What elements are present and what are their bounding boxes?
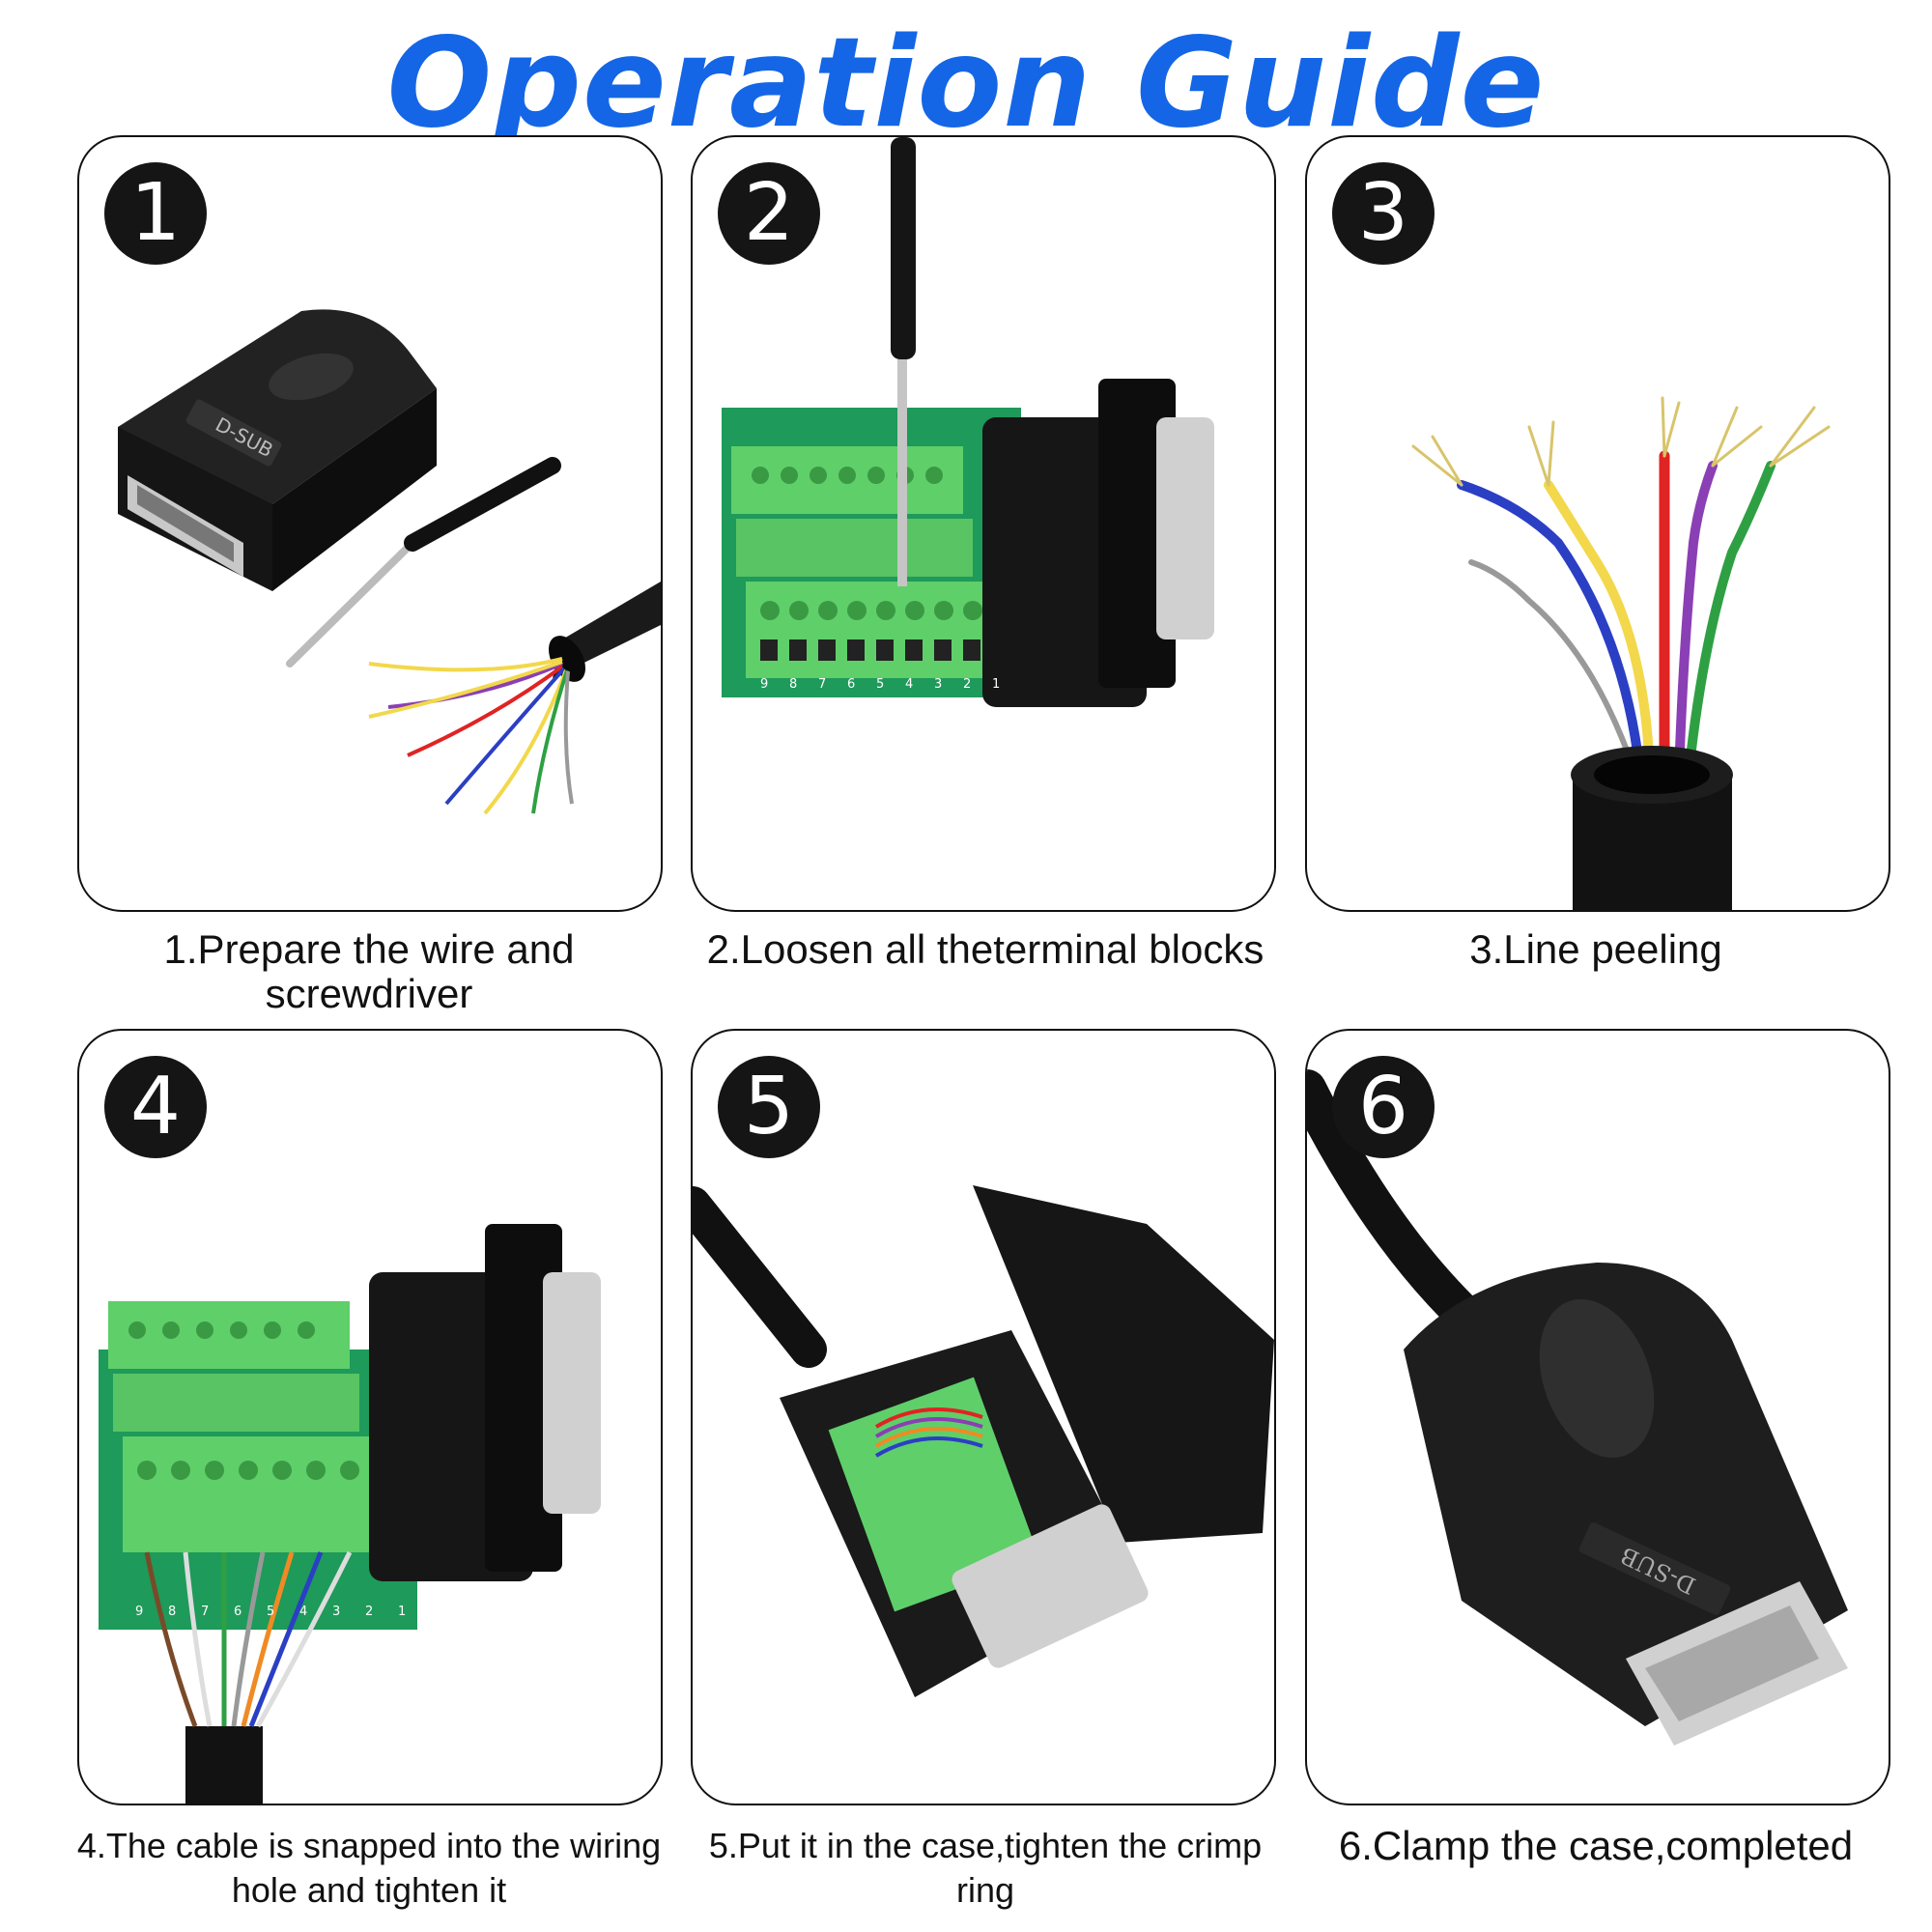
pin-number-label: 9 [135, 1605, 143, 1619]
step-caption-4: 4.The cable is snapped into the wiring h… [76, 1826, 662, 1910]
pin-number-label: 3 [934, 677, 942, 692]
step-caption-3: 3.Line peeling [1469, 926, 1722, 972]
pin-number-label: 7 [201, 1605, 209, 1619]
pin-number-label: 1 [398, 1605, 406, 1619]
pin-number-label: 8 [789, 677, 797, 692]
pin-number-label: 5 [267, 1605, 274, 1619]
step-number-badge: 1 [104, 162, 207, 265]
step-panel-6: 6 D-SUB [1305, 1029, 1890, 1805]
pin-number-label: 2 [963, 677, 971, 692]
pin-number-label: 6 [847, 677, 855, 692]
step-panel-3: 3 [1305, 135, 1890, 912]
step-panel-5: 5 [691, 1029, 1276, 1805]
pin-number-label: 1 [992, 677, 1000, 692]
step-panel-4: 4 9 8 7 6 5 4 3 2 1 [77, 1029, 663, 1805]
pin-number-label: 2 [365, 1605, 373, 1619]
step-number-badge: 2 [718, 162, 820, 265]
pin-number-label: 8 [168, 1605, 176, 1619]
closed-connector-icon: D-SUB [1307, 1069, 1848, 1746]
pin-number-label: 3 [332, 1605, 340, 1619]
step-panel-2: 2 9 8 7 6 5 4 3 2 1 [691, 135, 1276, 912]
pin-number-label: 5 [876, 677, 884, 692]
screwdriver-on-terminal-block-icon: 9 8 7 6 5 4 3 2 1 [722, 137, 1214, 707]
pin-number-label: 6 [234, 1605, 242, 1619]
cable-in-terminal-block-icon: 9 8 7 6 5 4 3 2 1 [99, 1224, 601, 1804]
peeled-cable-icon [1411, 396, 1831, 910]
pin-number-label: 4 [299, 1605, 307, 1619]
step-caption-2: 2.Loosen all theterminal blocks [706, 926, 1264, 972]
pin-number-label: 9 [760, 677, 768, 692]
step-number-badge: 4 [104, 1056, 207, 1158]
pin-number-label: 4 [905, 677, 913, 692]
step-caption-5: 5.Put it in the case,tighten the crimp r… [708, 1826, 1263, 1910]
step-panel-1: 1 D-SUB [77, 135, 663, 912]
step-number-badge: 3 [1332, 162, 1435, 265]
step-caption-1: 1.Prepare the wire and screwdriver [163, 926, 575, 1016]
open-case-icon [693, 1185, 1274, 1697]
wire-and-screwdriver-icon: D-SUB [118, 309, 661, 815]
step-caption-6: 6.Clamp the case,completed [1338, 1823, 1854, 1868]
step-number-badge: 6 [1332, 1056, 1435, 1158]
step-number-badge: 5 [718, 1056, 820, 1158]
page-title: Operation Guide [386, 12, 1546, 156]
pin-number-label: 7 [818, 677, 826, 692]
